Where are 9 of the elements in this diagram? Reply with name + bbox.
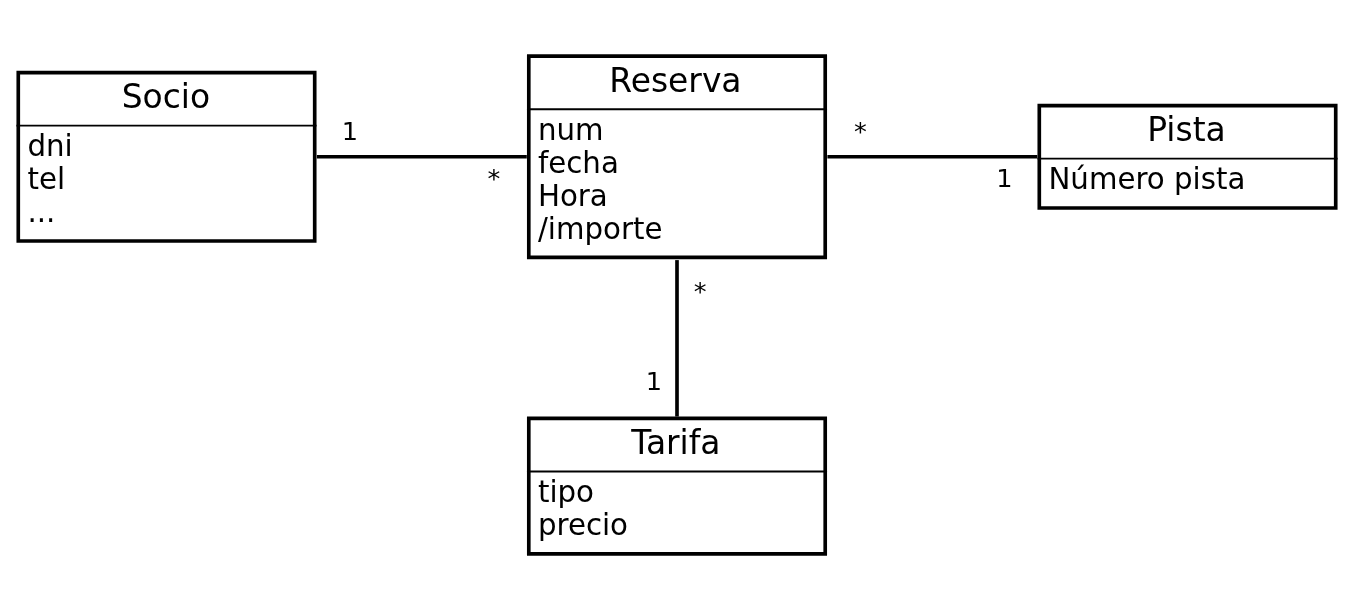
label: * [693, 275, 707, 306]
label: * [487, 162, 501, 193]
label: 1 [645, 366, 663, 397]
label: * [853, 116, 867, 147]
connector [675, 260, 679, 417]
connector [827, 154, 1038, 159]
label: 1 [341, 116, 359, 147]
label: 1 [996, 162, 1013, 193]
connector [316, 154, 527, 159]
